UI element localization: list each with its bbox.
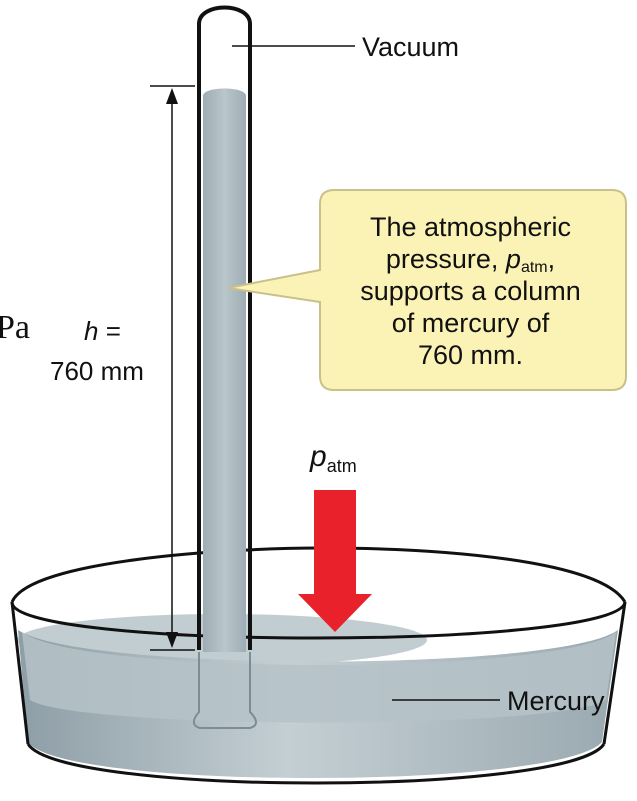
callout-box (227, 189, 627, 391)
dish-bottom (26, 743, 606, 785)
h-value: 760 mm (50, 356, 144, 386)
vacuum-label: Vacuum (362, 32, 459, 62)
pa-partial-label: Pa (0, 309, 30, 346)
mercury-column (203, 88, 246, 652)
pressure-arrow (298, 490, 372, 632)
dish-front-rim (10, 601, 627, 640)
glass-tube (197, 5, 252, 650)
mercury-label: Mercury (507, 686, 605, 716)
callout-line-4: of mercury of (391, 308, 550, 338)
dish-left-wall (10, 601, 30, 745)
dish-right-wall (602, 601, 627, 745)
callout-line-1: The atmospheric (369, 212, 572, 242)
height-dimension (150, 85, 195, 651)
callout-line-3: supports a column (360, 276, 581, 306)
h-label: h = (84, 316, 121, 346)
patm-label: patm (309, 440, 357, 476)
callout-text: The atmospheric pressure, patm, supports… (318, 196, 623, 386)
callout-line-2: pressure, patm, (385, 244, 556, 276)
callout-line-5: 760 mm. (417, 340, 524, 370)
submerged-tube (192, 652, 257, 729)
